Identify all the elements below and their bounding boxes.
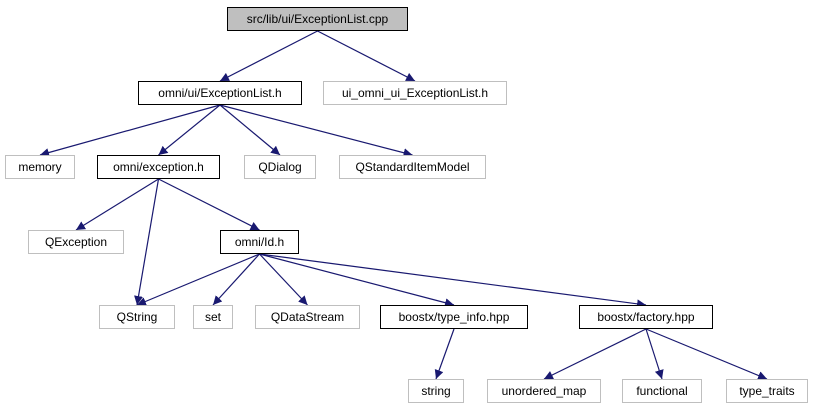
- node-exception-header[interactable]: omni/exception.h: [97, 155, 220, 179]
- edge-id_h-to-factory_hpp: [259, 253, 647, 309]
- node-functional: functional: [622, 379, 702, 403]
- edge-exception_h-to-qstring: [134, 178, 160, 306]
- node-ui-exceptionlist-header: ui_omni_ui_ExceptionList.h: [323, 81, 507, 105]
- node-qexception: QException: [28, 230, 124, 254]
- node-unordered-map: unordered_map: [487, 379, 601, 403]
- edge-type_info_hpp-to-string: [434, 328, 455, 380]
- node-set: set: [193, 305, 233, 329]
- node-type-traits: type_traits: [726, 379, 808, 403]
- edge-factory_hpp-to-functional: [645, 328, 664, 380]
- edge-factory_hpp-to-type_traits: [645, 328, 768, 380]
- edge-factory_hpp-to-unordered_map: [543, 328, 647, 380]
- node-qstandarditemmodel: QStandardItemModel: [339, 155, 486, 179]
- edge-exceptionlist_h-to-qstandarditemmodel: [219, 104, 413, 158]
- node-root-file[interactable]: src/lib/ui/ExceptionList.cpp: [227, 7, 408, 31]
- edge-id_h-to-set: [212, 253, 260, 306]
- edge-exception_h-to-qexception: [75, 178, 159, 231]
- node-id-header[interactable]: omni/Id.h: [220, 230, 299, 254]
- edge-root-to-ui_exceptionlist_h: [317, 30, 416, 82]
- edge-id_h-to-qdatastream: [259, 253, 308, 306]
- edge-exception_h-to-id_h: [158, 178, 260, 231]
- edge-exceptionlist_h-to-memory: [39, 104, 221, 157]
- node-memory: memory: [5, 155, 75, 179]
- edge-exceptionlist_h-to-exception_h: [158, 104, 221, 156]
- edge-id_h-to-qstring: [136, 253, 260, 306]
- node-type-info-header[interactable]: boostx/type_info.hpp: [380, 305, 528, 329]
- edge-exceptionlist_h-to-qdialog: [219, 104, 281, 156]
- node-qstring: QString: [99, 305, 175, 329]
- node-exceptionlist-header[interactable]: omni/ui/ExceptionList.h: [138, 81, 302, 105]
- edge-id_h-to-type_info_hpp: [259, 253, 455, 308]
- node-qdatastream: QDataStream: [255, 305, 360, 329]
- node-qdialog: QDialog: [244, 155, 316, 179]
- edge-root-to-exceptionlist_h: [219, 30, 318, 82]
- node-string: string: [408, 379, 464, 403]
- node-factory-header[interactable]: boostx/factory.hpp: [579, 305, 713, 329]
